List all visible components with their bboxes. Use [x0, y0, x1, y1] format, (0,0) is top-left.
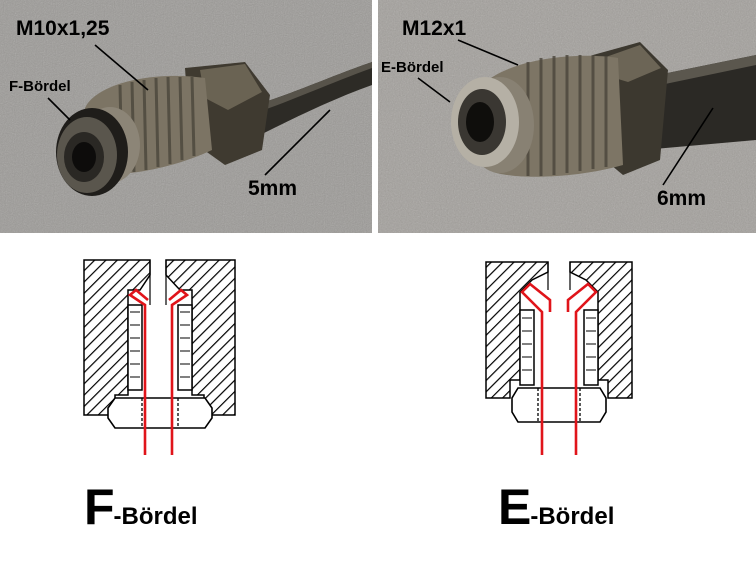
flare-type-label: F-Bördel [9, 78, 71, 95]
housing-left [485, 261, 549, 399]
thread-size-label: M10x1,25 [16, 17, 110, 40]
nut-head [511, 387, 607, 423]
f-flare-cross-section [83, 259, 236, 455]
pipe-line [127, 288, 190, 455]
pipe-line [520, 282, 598, 455]
photo-f-flare-fitting: M10x1,25 F-Bördel 5mm [0, 0, 372, 233]
photo-f-flare-image [0, 0, 372, 233]
e-flare-caption: E-Bördel [498, 478, 614, 536]
photo-e-flare-fitting: M12x1 E-Bördel 6mm [378, 0, 756, 233]
housing-right [165, 259, 236, 416]
pipe-diameter-label: 6mm [657, 187, 707, 210]
photo-e-flare-image [378, 0, 756, 233]
caption-letter: E [498, 479, 531, 535]
housing-right [569, 261, 633, 399]
flare-type-label: E-Bördel [381, 59, 444, 76]
caption-letter: F [84, 479, 115, 535]
e-flare-cross-section [485, 261, 633, 455]
f-flare-caption: F-Bördel [84, 478, 198, 536]
pipe-diameter-label: 5mm [248, 177, 298, 200]
caption-text: -Bördel [530, 503, 615, 530]
thread-size-label: M12x1 [402, 17, 467, 40]
caption-text: -Bördel [113, 503, 198, 530]
nut-head [107, 397, 213, 429]
